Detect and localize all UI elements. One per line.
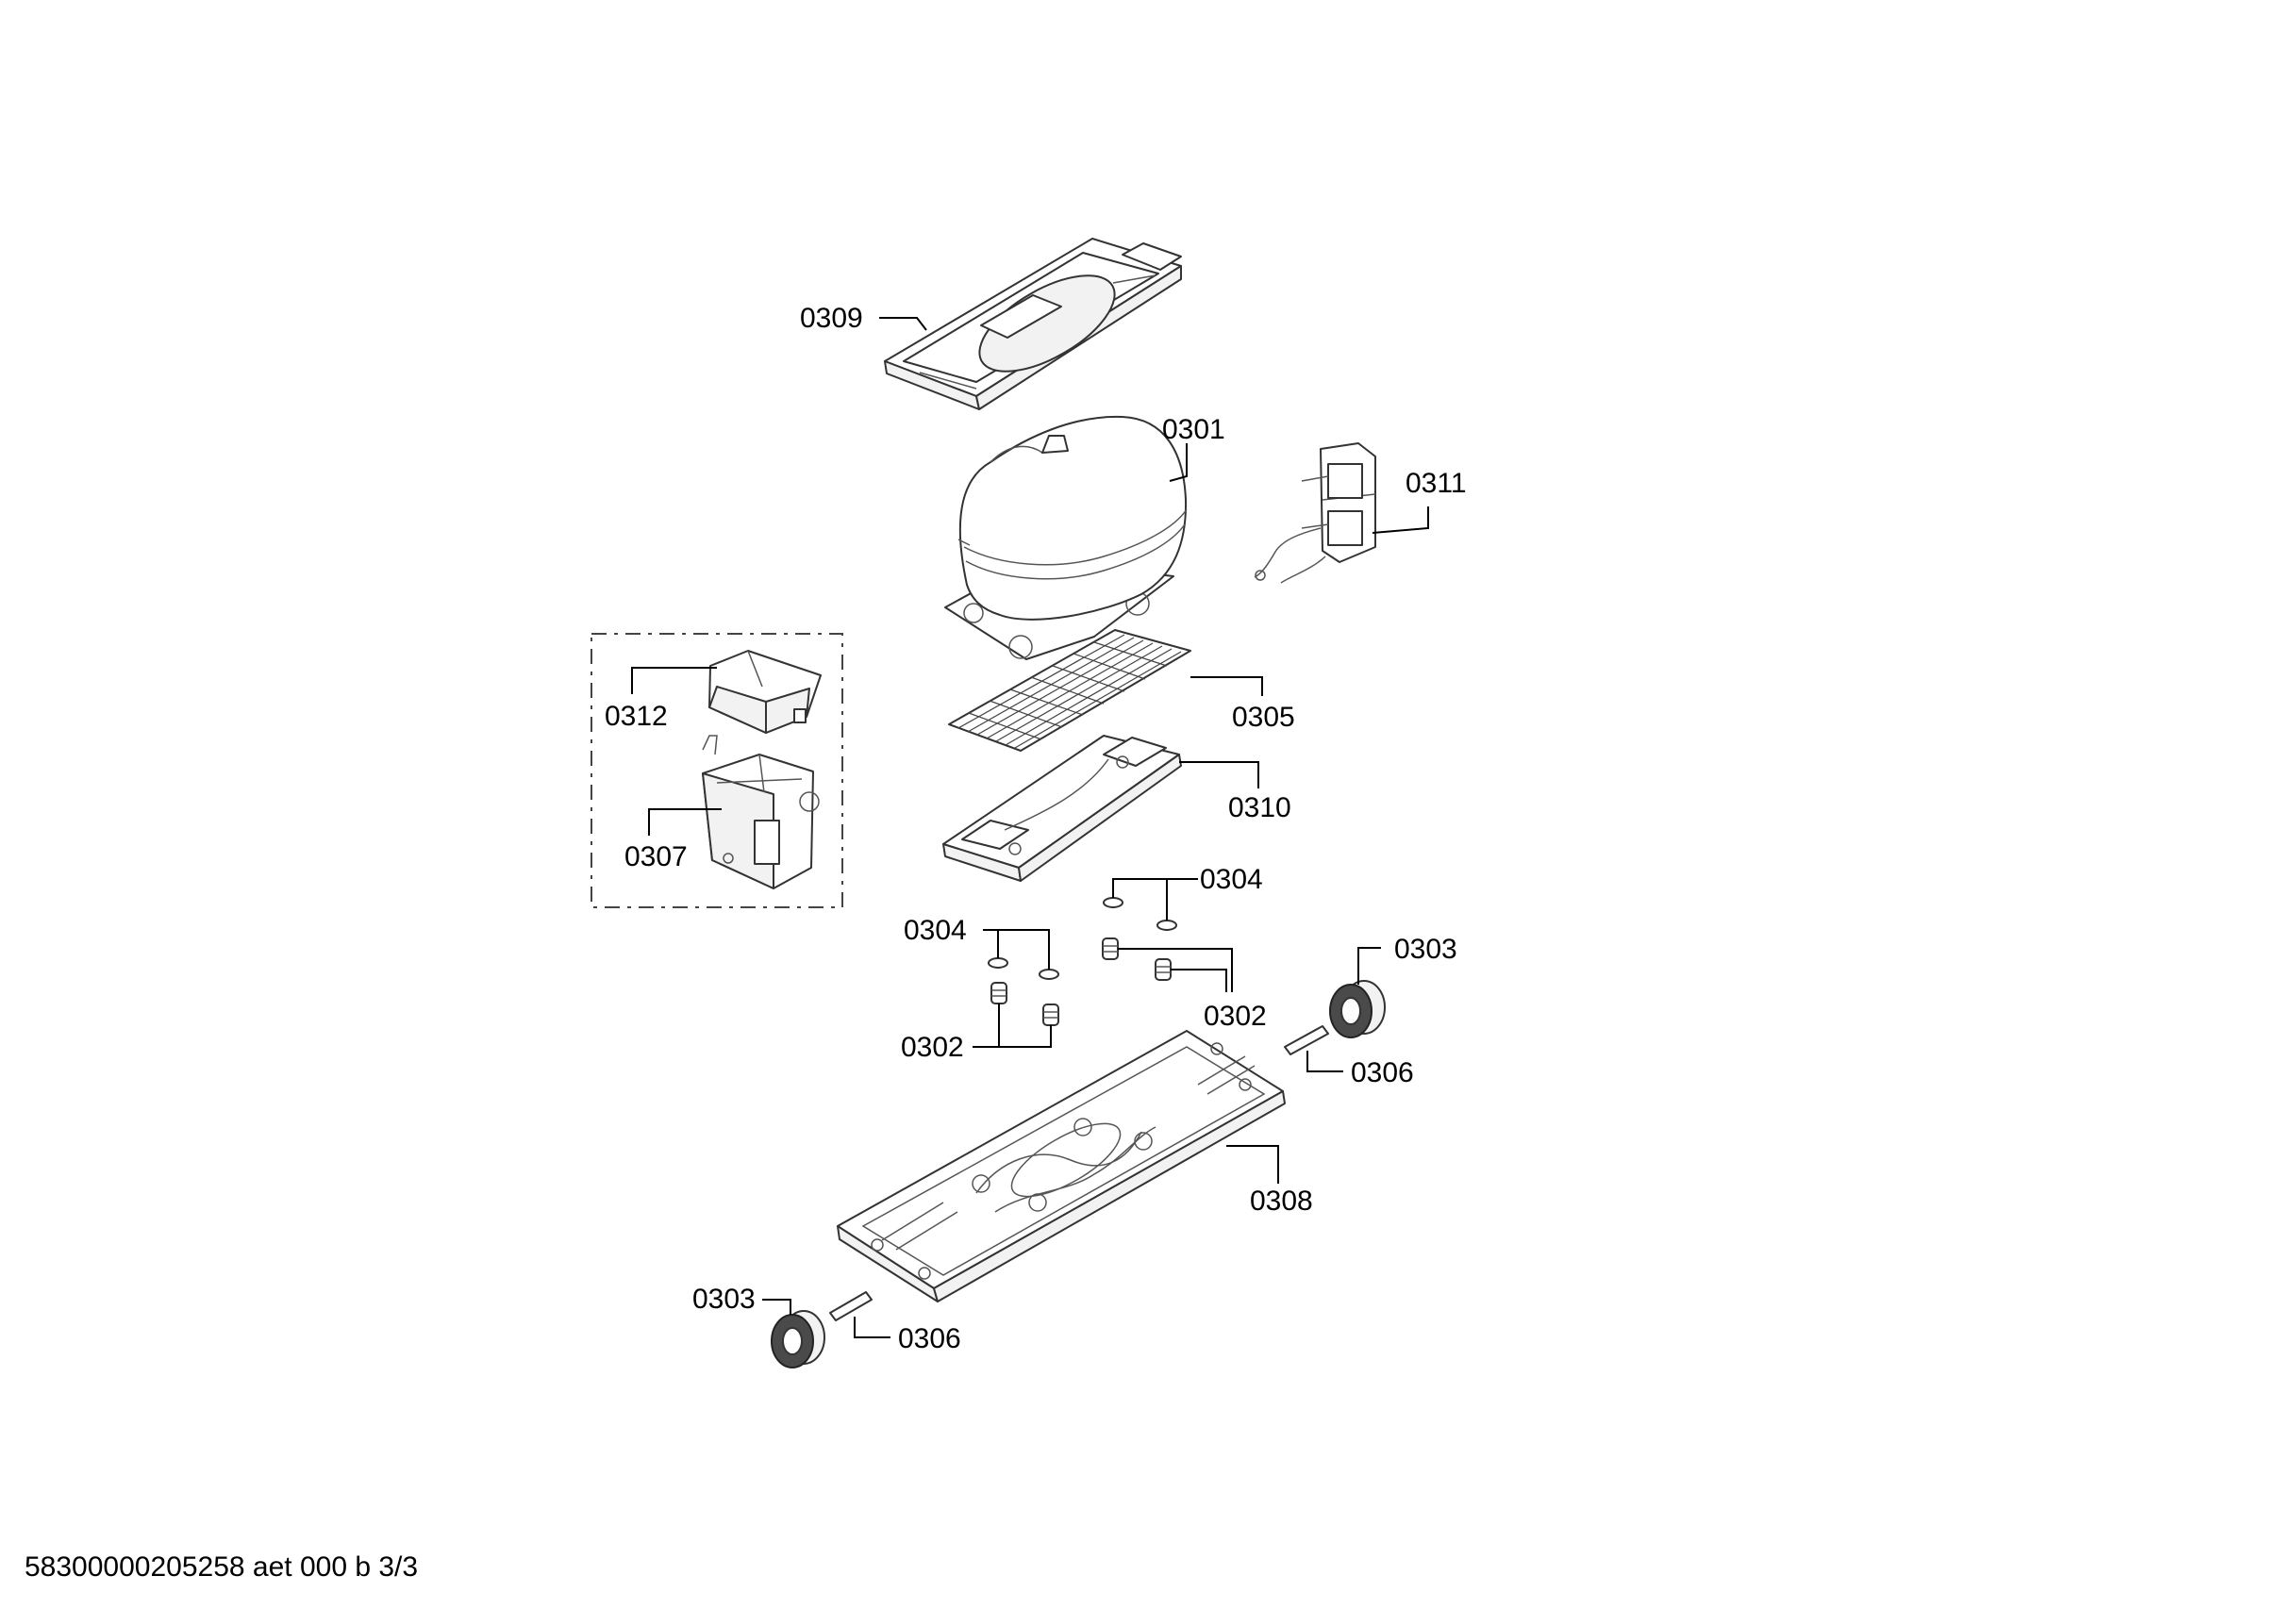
- callout-0303-right: 0303: [1394, 934, 1457, 965]
- callout-0308: 0308: [1250, 1186, 1313, 1217]
- callout-0306-left: 0306: [898, 1323, 961, 1354]
- part-0306-pin-right[interactable]: [1284, 1025, 1329, 1055]
- document-reference: 58300000205258 aet 000 b 3/3: [25, 1551, 419, 1583]
- callout-0303-left: 0303: [692, 1284, 756, 1315]
- part-0309-tray[interactable]: [884, 238, 1182, 410]
- part-0305-grid-mat[interactable]: [948, 629, 1191, 752]
- callout-0304-upper: 0304: [1200, 864, 1263, 895]
- leader-lines: [631, 317, 1429, 1338]
- callout-0312: 0312: [605, 701, 668, 732]
- callout-0306-right: 0306: [1351, 1057, 1414, 1088]
- callout-0310: 0310: [1228, 792, 1291, 823]
- callout-0302-left: 0302: [901, 1032, 964, 1063]
- callout-0301: 0301: [1162, 414, 1225, 445]
- part-0310-base-plate[interactable]: [942, 735, 1182, 882]
- part-0308-base-frame[interactable]: [837, 1030, 1286, 1302]
- callout-0311: 0311: [1406, 468, 1467, 499]
- part-0312-cover[interactable]: [708, 650, 822, 734]
- callout-0304-lower: 0304: [904, 915, 967, 946]
- callout-0309: 0309: [800, 303, 863, 334]
- part-0303-roller-left[interactable]: [771, 1310, 825, 1368]
- optional-kit-box: [591, 633, 843, 908]
- callout-labels: 0309 0301 0311 0312 0307 0305 0310 0304 …: [605, 303, 1467, 1354]
- part-0302-grommets[interactable]: [990, 937, 1172, 1026]
- callout-0305: 0305: [1232, 702, 1295, 733]
- part-0311-relay[interactable]: [1254, 442, 1376, 584]
- part-0301-compressor[interactable]: [944, 415, 1188, 660]
- part-0306-pin-left[interactable]: [829, 1291, 873, 1321]
- part-0304-washers[interactable]: [988, 897, 1177, 980]
- callout-0302-right: 0302: [1204, 1001, 1267, 1032]
- part-0303-roller-right[interactable]: [1329, 980, 1386, 1038]
- callout-0307: 0307: [624, 841, 688, 872]
- part-0307-control-module[interactable]: [702, 735, 820, 889]
